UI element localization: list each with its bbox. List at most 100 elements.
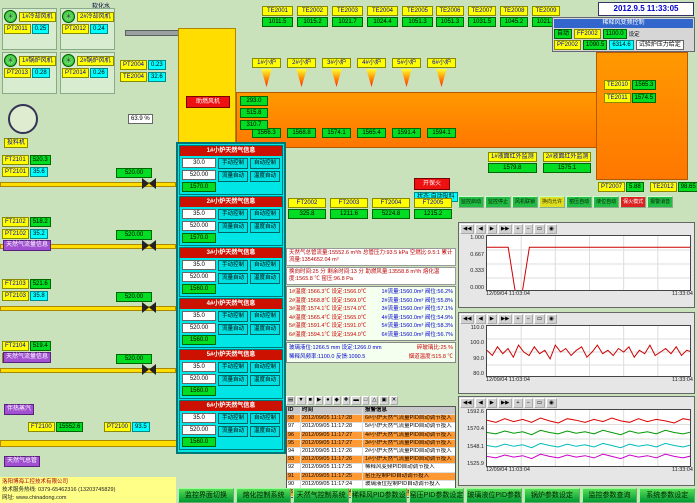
alarm-tool-icon[interactable]: ▶ xyxy=(314,396,324,405)
chart-tool-icon[interactable]: + xyxy=(513,398,523,408)
plot-area[interactable] xyxy=(486,235,691,291)
alarm-row[interactable]: 97 2012/09/05 11:17:28 5#小炉天然气流量PID自动调节投… xyxy=(287,423,455,432)
manual-control-button[interactable]: 手动控制 xyxy=(218,362,248,373)
pressure-setpoint[interactable]: 30.0 xyxy=(182,158,216,168)
alarm-row[interactable]: 94 2012/09/05 11:17:26 2#小炉天然气流量PID自动调节投… xyxy=(287,448,455,457)
burner-port[interactable]: 1#小炉 xyxy=(252,58,281,87)
burner-port[interactable]: 4#小炉 xyxy=(357,58,386,87)
alarm-tool-icon[interactable]: ● xyxy=(324,396,332,405)
pressure-setpoint[interactable]: 35.0 xyxy=(182,311,216,321)
manual-control-button[interactable]: 手动控制 xyxy=(218,209,248,220)
temp-auto-button[interactable]: 温度自动 xyxy=(250,171,280,182)
valve-icon[interactable] xyxy=(142,364,156,375)
temp-auto-button[interactable]: 温度自动 xyxy=(250,426,280,437)
manual-control-button[interactable]: 手动控制 xyxy=(218,158,248,169)
chart-tool-icon[interactable]: ◉ xyxy=(546,314,557,324)
alarm-row[interactable]: 91 2012/09/05 11:17:25 窑压控制PID自动调节投入 xyxy=(287,472,455,481)
holding-fire-button[interactable]: 开保火 xyxy=(414,178,450,190)
chart-tool-icon[interactable]: ◉ xyxy=(546,398,557,408)
valve-icon[interactable] xyxy=(142,302,156,313)
valve-icon[interactable] xyxy=(142,178,156,189)
mode-indicator[interactable]: 自动 xyxy=(554,29,573,39)
auto-control-button[interactable]: 自动控制 xyxy=(250,260,280,271)
alarm-tool-icon[interactable]: △ xyxy=(370,396,379,405)
chart-tool-icon[interactable]: ◀◀ xyxy=(460,314,475,324)
nav-button[interactable]: 熔化控制系统 xyxy=(235,488,292,503)
plot-area[interactable] xyxy=(486,325,691,377)
flow-auto-button[interactable]: 流量自动 xyxy=(218,324,248,335)
flow-setpoint[interactable]: 520.00 xyxy=(182,323,216,333)
flow-setpoint[interactable]: 520.00 xyxy=(182,170,216,180)
chart-tool-icon[interactable]: + xyxy=(513,314,523,324)
pressure-setpoint[interactable]: 35.0 xyxy=(182,413,216,423)
alarm-row[interactable]: 93 2012/09/05 11:17:26 1#小炉天然气流量PID自动调节投… xyxy=(287,456,455,465)
flow-setpoint[interactable]: 520.00 xyxy=(116,168,152,178)
motor-icon[interactable]: ✳ xyxy=(4,54,17,67)
feeder-wheel-icon[interactable] xyxy=(8,104,38,134)
status-button[interactable]: 监控停止 xyxy=(485,196,512,208)
chart-tool-icon[interactable]: ◀◀ xyxy=(460,224,475,234)
status-button[interactable]: 窑压自动 xyxy=(566,196,593,208)
flow-setpoint[interactable]: 520.00 xyxy=(182,221,216,231)
flow-auto-button[interactable]: 流量自动 xyxy=(218,426,248,437)
alarm-tool-icon[interactable]: ◆ xyxy=(332,396,341,405)
motor-icon[interactable]: ✳ xyxy=(62,54,75,67)
nav-button[interactable]: 天然气控制系统 xyxy=(293,488,350,503)
flow-auto-button[interactable]: 流量自动 xyxy=(218,222,248,233)
chart-tool-icon[interactable]: − xyxy=(523,398,533,408)
pressure-setpoint[interactable]: 35.0 xyxy=(182,362,216,372)
status-button[interactable]: 保火模式 xyxy=(620,196,647,208)
chart-tool-icon[interactable]: ▶▶ xyxy=(497,224,513,234)
chart-tool-icon[interactable]: ◀ xyxy=(475,314,486,324)
chart-tool-icon[interactable]: + xyxy=(513,224,523,234)
nav-button[interactable]: 玻璃液位PID参数 xyxy=(466,488,523,503)
chart-tool-icon[interactable]: − xyxy=(523,314,533,324)
burner-port[interactable]: 3#小炉 xyxy=(322,58,351,87)
nav-button[interactable]: 锅炉参数设定 xyxy=(524,488,580,503)
flow-setpoint[interactable]: 520.00 xyxy=(182,272,216,282)
chart-tool-icon[interactable]: ◀ xyxy=(475,224,486,234)
alarm-tool-icon[interactable]: ▼ xyxy=(296,396,306,405)
flow-setpoint[interactable]: 520.00 xyxy=(182,374,216,384)
manual-control-button[interactable]: 手动控制 xyxy=(218,260,248,271)
chart-tool-icon[interactable]: ▶▶ xyxy=(497,314,513,324)
pressure-setpoint[interactable]: 35.0 xyxy=(182,209,216,219)
auto-control-button[interactable]: 自动控制 xyxy=(250,158,280,169)
auto-control-button[interactable]: 自动控制 xyxy=(250,311,280,322)
flow-setpoint[interactable]: 520.00 xyxy=(182,425,216,435)
flow-auto-button[interactable]: 流量自动 xyxy=(218,375,248,386)
chart-tool-icon[interactable]: ▶▶ xyxy=(497,398,513,408)
chart-tool-icon[interactable]: − xyxy=(523,224,533,234)
burner-port[interactable]: 5#小炉 xyxy=(392,58,421,87)
alarm-row[interactable]: 95 2012/09/05 11:17:27 3#小炉天然气流量PID自动调节投… xyxy=(287,439,455,449)
flow-auto-button[interactable]: 流量自动 xyxy=(218,273,248,284)
alarm-row[interactable]: 98 2012/09/05 11:17:28 6#小炉天然气流量PID自动调节投… xyxy=(287,415,455,424)
chart-tool-icon[interactable]: ▶ xyxy=(486,314,497,324)
alarm-tool-icon[interactable]: ■ xyxy=(306,396,314,405)
plot-area[interactable] xyxy=(486,409,691,467)
auto-control-button[interactable]: 自动控制 xyxy=(250,209,280,220)
motor-icon[interactable]: ✳ xyxy=(62,10,75,23)
nav-button[interactable]: 窑压PID参数设定 xyxy=(408,488,465,503)
chart-tool-icon[interactable]: ▭ xyxy=(533,398,546,408)
chart-tool-icon[interactable]: ▶ xyxy=(486,224,497,234)
alarm-tool-icon[interactable]: ▣ xyxy=(379,396,389,405)
chart-tool-icon[interactable]: ◀◀ xyxy=(460,398,475,408)
chart-tool-icon[interactable]: ▭ xyxy=(533,314,546,324)
burner-port[interactable]: 6#小炉 xyxy=(427,58,456,87)
test-pressure-button[interactable]: 试验炉压力给定 xyxy=(635,40,684,50)
chart-tool-icon[interactable]: ▭ xyxy=(533,224,546,234)
status-button[interactable]: 风机联锁 xyxy=(512,196,539,208)
chart-tool-icon[interactable]: ◉ xyxy=(546,224,557,234)
chart-tool-icon[interactable]: ▶ xyxy=(486,398,497,408)
auto-control-button[interactable]: 自动控制 xyxy=(250,362,280,373)
nav-button[interactable]: 监控参数查询 xyxy=(581,488,638,503)
temp-auto-button[interactable]: 温度自动 xyxy=(250,222,280,233)
temp-auto-button[interactable]: 温度自动 xyxy=(250,324,280,335)
status-button[interactable]: 换向允许 xyxy=(539,196,566,208)
chart-tool-icon[interactable]: ◀ xyxy=(475,398,486,408)
pressure-setpoint[interactable]: 35.0 xyxy=(182,260,216,270)
nav-button[interactable]: 系统参数设定 xyxy=(639,488,696,503)
manual-control-button[interactable]: 手动控制 xyxy=(218,413,248,424)
temp-auto-button[interactable]: 温度自动 xyxy=(250,375,280,386)
